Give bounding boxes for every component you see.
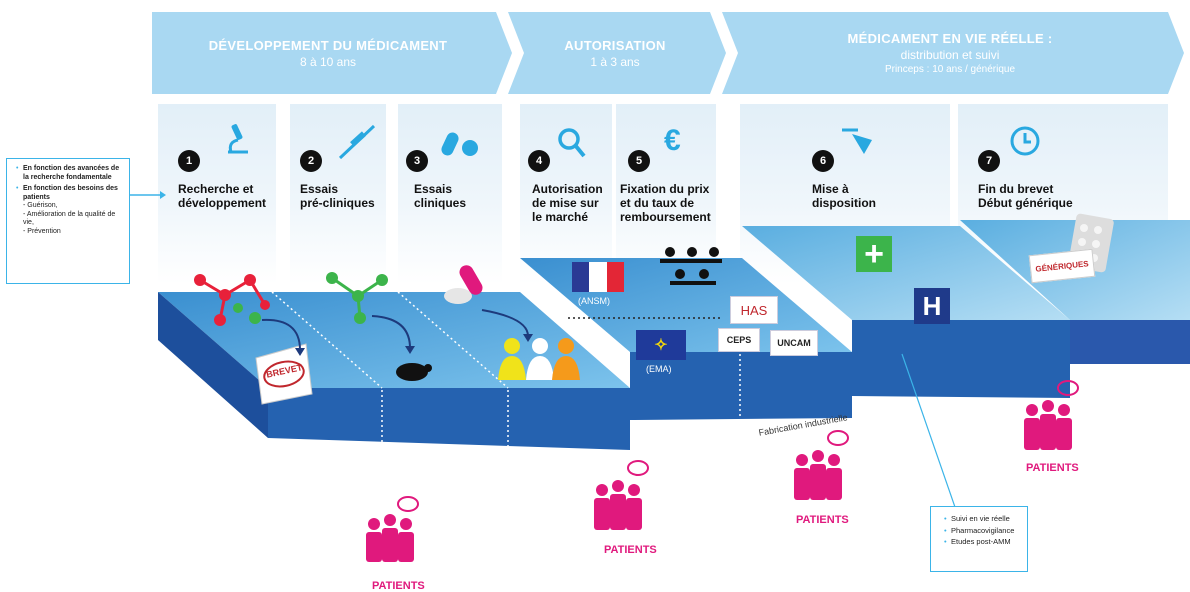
platform-reallife-top	[742, 226, 1070, 320]
phase-real-life: MÉDICAMENT EN VIE RÉELLE : distribution …	[740, 12, 1160, 94]
platform-reallife-front	[852, 320, 1070, 398]
phase-duration: 8 à 10 ans	[299, 54, 357, 69]
right-note-connector	[901, 353, 957, 511]
step-column-1	[158, 104, 276, 284]
left-note-item-research: En fonction des avancées de la recherche…	[16, 165, 125, 182]
phase-title: MÉDICAMENT EN VIE RÉELLE :	[847, 31, 1053, 46]
left-note-connector	[130, 191, 166, 199]
right-note-item: Pharmacovigilance	[944, 526, 1023, 536]
step-column-4	[520, 104, 612, 284]
pills-icon	[441, 132, 478, 156]
patients-label: PATIENTS	[604, 544, 657, 556]
patients-label: PATIENTS	[372, 580, 425, 592]
trial-participants-icon	[498, 338, 580, 380]
step-number-1: 1	[178, 150, 200, 172]
patent-document-icon	[255, 343, 313, 405]
has-logo: HAS	[730, 296, 778, 324]
phase-subtitle: distribution et suivi	[900, 48, 1000, 62]
step-number-5: 5	[628, 150, 650, 172]
phase-duration: 1 à 3 ans	[590, 54, 640, 69]
molecule-green-icon	[326, 272, 388, 324]
syringe-icon	[338, 124, 376, 160]
step-number-4: 4	[528, 150, 550, 172]
phase-title: DÉVELOPPEMENT DU MÉDICAMENT	[208, 37, 448, 53]
patients-label: PATIENTS	[796, 514, 849, 526]
step-number-7: 7	[978, 150, 1000, 172]
step-number-2: 2	[300, 150, 322, 172]
clock-icon	[1010, 126, 1040, 156]
committee-icon	[660, 247, 722, 285]
ceps-logo: CEPS	[718, 328, 760, 352]
phase-title: AUTORISATION	[564, 37, 666, 53]
platform-generic-front	[1070, 320, 1190, 364]
ema-label: (EMA)	[646, 364, 672, 374]
phase-arrow-development	[152, 12, 512, 94]
lab-mouse-icon	[396, 363, 432, 381]
capsule-pills-icon	[444, 265, 483, 304]
phase-arrow-authorization	[508, 12, 726, 94]
microscope-icon	[228, 124, 248, 154]
magnifier-icon	[558, 128, 586, 158]
right-note-box: Suivi en vie réelle Pharmacovigilance Et…	[930, 506, 1028, 572]
patients-group-icon	[594, 460, 649, 530]
phase-detail: Princeps : 10 ans / générique	[884, 64, 1016, 75]
eu-flag-icon: ✧	[636, 330, 686, 360]
platform-authorization-front	[630, 352, 852, 420]
right-note-item: Etudes post-AMM	[944, 537, 1023, 547]
patients-group-icon	[366, 496, 419, 562]
platform-development-front	[268, 388, 630, 450]
uncam-logo: UNCAM	[770, 330, 818, 356]
phase-arrow-real-life	[722, 12, 1184, 94]
molecule-red-icon	[194, 274, 270, 326]
left-note-box: En fonction des avancées de la recherche…	[6, 158, 130, 284]
delivery-icon	[842, 128, 872, 154]
france-flag-icon	[572, 262, 624, 292]
phase-arrows	[152, 12, 1184, 94]
left-note-item-patients: En fonction des besoins des patients - G…	[16, 185, 125, 236]
right-note-item: Suivi en vie réelle	[944, 514, 1023, 524]
step-number-3: 3	[406, 150, 428, 172]
patients-group-icon	[1024, 380, 1079, 450]
ansm-label: (ANSM)	[578, 296, 610, 306]
platform-development-left	[158, 292, 268, 438]
step-number-6: 6	[812, 150, 834, 172]
patients-label: PATIENTS	[1026, 462, 1079, 474]
phase-development: DÉVELOPPEMENT DU MÉDICAMENT 8 à 10 ans	[160, 12, 496, 94]
phase-authorization: AUTORISATION 1 à 3 ans	[520, 12, 710, 94]
pharmacy-cross-icon: +	[856, 236, 892, 272]
patients-group-icon	[794, 430, 849, 500]
euro-icon: €	[664, 124, 681, 157]
hospital-icon: H	[914, 288, 950, 324]
step-column-2	[290, 104, 386, 284]
